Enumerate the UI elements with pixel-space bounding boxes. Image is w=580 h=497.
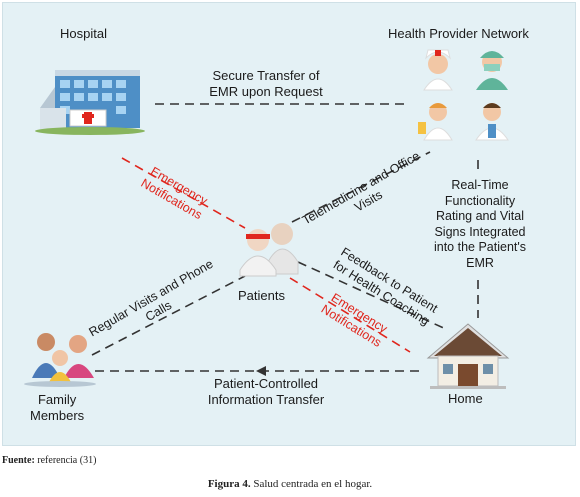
figure-caption: Figura 4. Salud centrada en el hogar. xyxy=(0,478,580,490)
family-label-line2: Members xyxy=(30,408,85,423)
patient-controlled-line1: Patient-Controlled xyxy=(213,376,319,391)
hospital-label: Hospital xyxy=(60,26,107,41)
realtime-label: Real-Time Functionality Rating and Vital… xyxy=(424,178,536,271)
secure-transfer-line2: EMR upon Request xyxy=(209,84,323,99)
source-label: Fuente: xyxy=(2,455,35,466)
patients-icon xyxy=(239,223,299,277)
house-icon xyxy=(426,323,510,389)
realtime-line3: Rating and Vital xyxy=(435,209,525,223)
patient-controlled-label: Patient-Controlled Information Transfer xyxy=(196,376,336,408)
caption-text: Salud centrada en el hogar. xyxy=(250,478,373,490)
doctor-icons xyxy=(418,49,509,141)
realtime-line6: EMR xyxy=(466,255,494,270)
patients-label: Patients xyxy=(238,288,285,303)
family-label: Family Members xyxy=(30,392,84,424)
patient-controlled-line2: Information Transfer xyxy=(207,392,325,407)
edge-patients-home-feedback xyxy=(297,261,449,331)
source-note: Fuente: referencia (31) xyxy=(2,455,96,466)
edge-family-patients xyxy=(91,275,246,356)
realtime-line2: Functionality xyxy=(444,193,516,208)
caption-label: Figura 4. xyxy=(207,478,251,490)
secure-transfer-line1: Secure Transfer of xyxy=(212,68,320,83)
network-label: Health Provider Network xyxy=(388,26,529,41)
realtime-line4: Signs Integrated xyxy=(434,224,526,239)
family-icon xyxy=(24,333,96,387)
home-label: Home xyxy=(448,391,483,406)
realtime-line5: into the Patient's xyxy=(433,240,527,254)
edge-patients-home-emergency xyxy=(289,277,411,353)
arrow-left xyxy=(256,366,266,376)
realtime-line1: Real-Time xyxy=(451,178,509,192)
edge-hospital-patients xyxy=(121,157,246,229)
secure-transfer-label: Secure Transfer of EMR upon Request xyxy=(196,68,336,100)
hospital-icon xyxy=(35,70,145,135)
source-text: referencia (31) xyxy=(34,455,97,466)
family-label-line1: Family xyxy=(37,392,77,407)
edge-patients-network xyxy=(291,151,431,223)
